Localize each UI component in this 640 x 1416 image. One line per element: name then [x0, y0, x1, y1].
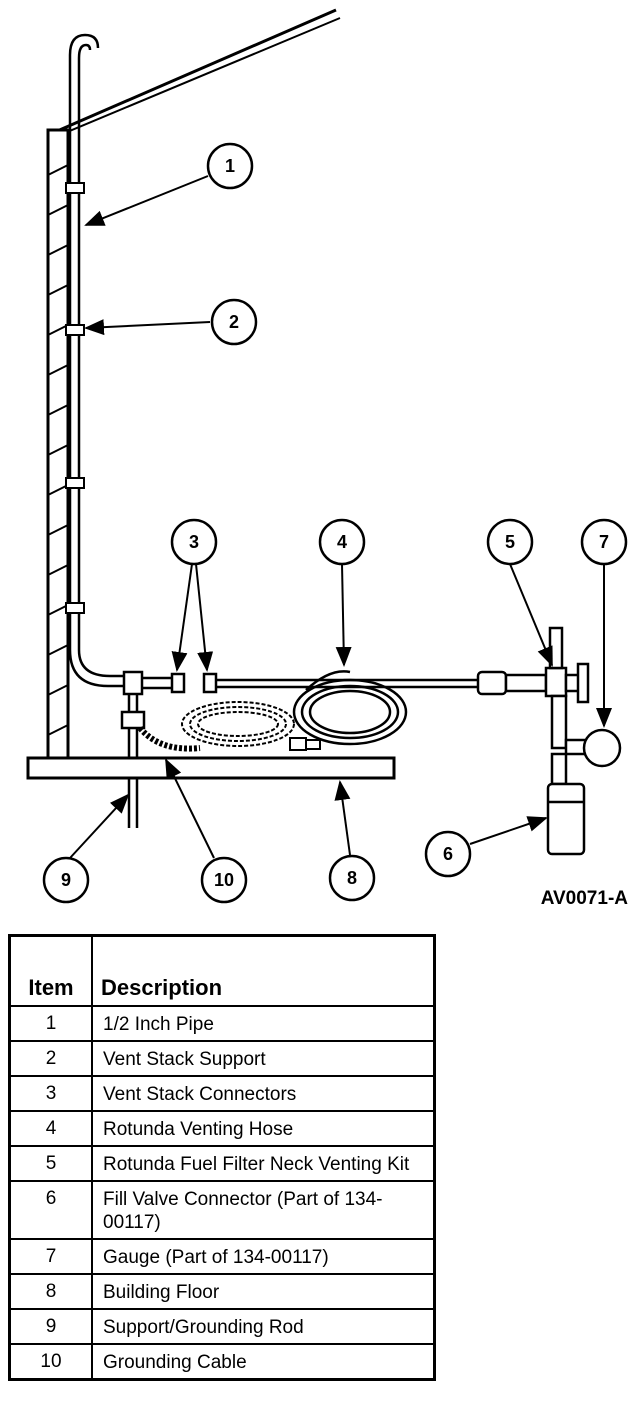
callout-6: 6 [424, 830, 472, 878]
callout-3-label: 3 [189, 532, 199, 552]
item-number: 5 [8, 1145, 93, 1182]
description-column-header: Description [91, 934, 436, 1007]
item-description: Vent Stack Support [91, 1040, 436, 1077]
item-column-header: Item [8, 934, 93, 1007]
callout-10: 10 [200, 856, 248, 904]
table-row: 3 Vent Stack Connectors [8, 1075, 436, 1112]
callout-5-label: 5 [505, 532, 515, 552]
callout-3: 3 [170, 518, 218, 566]
vent-pipe [68, 33, 130, 688]
item-number: 8 [8, 1273, 93, 1310]
item-number: 4 [8, 1110, 93, 1147]
callout-8: 8 [328, 854, 376, 902]
parts-legend-table: Item Description 1 1/2 Inch Pipe 2 Vent … [8, 934, 436, 1381]
item-description: Fill Valve Connector (Part of 134-00117) [91, 1180, 436, 1240]
item-number: 1 [8, 1005, 93, 1042]
callout-1: 1 [206, 142, 254, 190]
venting-hose-coil [292, 670, 408, 746]
item-description: 1/2 Inch Pipe [91, 1005, 436, 1042]
table-row: 5 Rotunda Fuel Filter Neck Venting Kit [8, 1145, 436, 1182]
leader-lines [69, 175, 612, 859]
item-description: Gauge (Part of 134-00117) [91, 1238, 436, 1275]
item-number: 3 [8, 1075, 93, 1112]
table-row: 4 Rotunda Venting Hose [8, 1110, 436, 1147]
grounding-cable-coil [137, 701, 321, 752]
item-number: 6 [8, 1180, 93, 1240]
item-description: Grounding Cable [91, 1343, 436, 1381]
table-row: 10 Grounding Cable [8, 1343, 436, 1381]
item-description: Vent Stack Connectors [91, 1075, 436, 1112]
figure-id: AV0071-A [540, 888, 628, 909]
callout-1-label: 1 [225, 156, 235, 176]
venting-kit-assembly [476, 626, 622, 856]
callout-4: 4 [318, 518, 366, 566]
item-number: 7 [8, 1238, 93, 1275]
item-number: 10 [8, 1343, 93, 1381]
callout-9-label: 9 [61, 870, 71, 890]
table-row: 8 Building Floor [8, 1273, 436, 1310]
table-row: 7 Gauge (Part of 134-00117) [8, 1238, 436, 1275]
callout-9: 9 [42, 856, 90, 904]
callout-5: 5 [486, 518, 534, 566]
roof-line [47, 8, 341, 137]
callout-2: 2 [210, 298, 258, 346]
item-description: Support/Grounding Rod [91, 1308, 436, 1345]
table-row: 9 Support/Grounding Rod [8, 1308, 436, 1345]
vent-stack-supports [65, 182, 85, 614]
table-row: 2 Vent Stack Support [8, 1040, 436, 1077]
legend-header-row: Item Description [8, 934, 436, 1007]
item-number: 9 [8, 1308, 93, 1345]
vent-stack-connectors [122, 670, 478, 696]
callout-6-label: 6 [443, 844, 453, 864]
building-floor [26, 756, 396, 780]
callout-7: 7 [580, 518, 628, 566]
item-description: Rotunda Venting Hose [91, 1110, 436, 1147]
item-description: Rotunda Fuel Filter Neck Venting Kit [91, 1145, 436, 1182]
callout-4-label: 4 [337, 532, 347, 552]
building-wall [46, 128, 70, 760]
item-description: Building Floor [91, 1273, 436, 1310]
table-row: 6 Fill Valve Connector (Part of 134-0011… [8, 1180, 436, 1240]
callout-2-label: 2 [229, 312, 239, 332]
callout-10-label: 10 [214, 870, 234, 890]
venting-installation-diagram: 1 2 3 4 5 7 6 9 10 8 [26, 8, 628, 904]
item-number: 2 [8, 1040, 93, 1077]
callout-8-label: 8 [347, 868, 357, 888]
table-row: 1 1/2 Inch Pipe [8, 1005, 436, 1042]
callout-7-label: 7 [599, 532, 609, 552]
